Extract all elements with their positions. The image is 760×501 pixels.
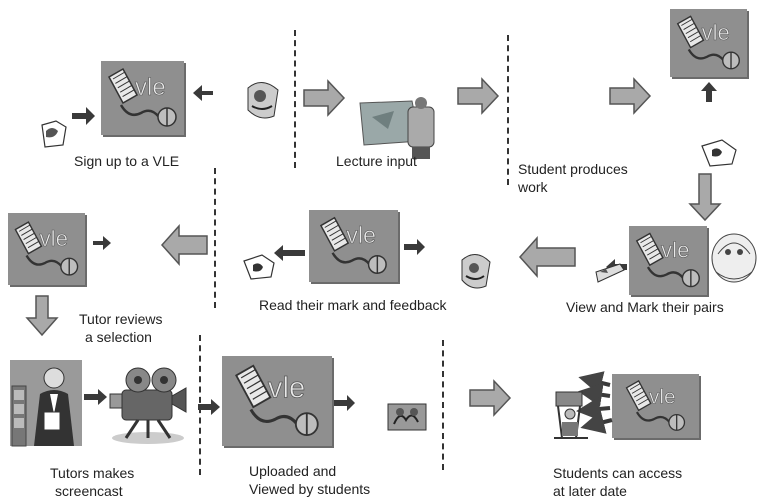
divider-mid-1 — [214, 168, 216, 308]
students-viewing-icon — [387, 403, 427, 431]
plug-icon — [157, 107, 177, 127]
label-view-mark: View and Mark their pairs — [566, 299, 724, 315]
vle-logo-text: vle — [702, 20, 730, 45]
cable-icon — [331, 252, 371, 266]
dark-arrow-vle-out — [334, 395, 355, 411]
dark-arrow-into-vle — [72, 107, 95, 125]
block-arrow-to-student — [457, 77, 500, 115]
student-icon-read — [243, 254, 275, 280]
block-arrow-left-mark — [518, 236, 576, 278]
notebook-icon — [235, 364, 272, 409]
dark-arrow-up-vle — [701, 82, 717, 102]
dark-arrow-tutor-cam — [84, 389, 107, 405]
divider-top-2 — [507, 35, 509, 185]
label-read-mark: Read their mark and feedback — [259, 297, 447, 313]
dark-arrow-tutor-vle-out — [93, 236, 111, 250]
label-tutor-reviews-2: a selection — [85, 329, 152, 345]
lecture-input-icon — [359, 97, 435, 159]
cable-icon — [249, 408, 299, 426]
plug-icon — [681, 269, 700, 288]
label-tutor-screencast-2: screencast — [55, 483, 123, 499]
reviewer-face-icon — [461, 254, 491, 289]
lecturer-face-icon — [247, 82, 279, 119]
notebook-icon — [676, 15, 705, 49]
label-tutor-screencast-1: Tutors makes — [50, 465, 135, 481]
notebook-icon — [107, 67, 139, 105]
block-arrow-to-later — [469, 379, 512, 417]
vle-box-tutor: vle — [8, 213, 85, 285]
label-student-work-2: work — [518, 179, 548, 195]
notebook-icon — [319, 216, 350, 252]
vle-logo-text: vle — [40, 226, 68, 251]
cable-icon — [687, 48, 725, 62]
block-arrow-student-right — [609, 77, 652, 115]
divider-bot-2 — [442, 340, 444, 470]
notebook-icon — [14, 221, 43, 255]
later-arrow-2 — [578, 382, 611, 407]
dark-arrow-cam-vle — [198, 399, 220, 415]
label-lecture: Lecture input — [336, 153, 417, 169]
vle-box-upload: vle — [222, 356, 332, 446]
student-icon-submit — [701, 139, 737, 167]
block-arrow-down-tutor — [25, 295, 59, 337]
label-student-work-1: Student produces — [518, 161, 628, 177]
notebook-icon — [635, 232, 664, 267]
label-tutor-reviews-1: Tutor reviews — [79, 311, 163, 327]
vle-logo-text: vle — [268, 372, 305, 404]
later-arrow-3 — [576, 396, 611, 421]
vle-box-mark: vle — [629, 226, 707, 295]
plug-icon — [722, 51, 740, 70]
dark-arrow-read-left — [274, 245, 305, 261]
block-arrow-down-right — [688, 173, 722, 222]
later-arrow-4 — [580, 410, 613, 434]
dark-arrow-from-reader — [193, 85, 213, 101]
vle-box-later: vle — [612, 374, 699, 438]
cable-icon — [635, 411, 671, 424]
plug-icon — [367, 255, 387, 274]
vle-box-signup: vle — [101, 61, 184, 135]
label-uploaded-1: Uploaded and — [249, 463, 337, 479]
plug-icon — [668, 414, 686, 431]
video-camera-icon — [109, 367, 187, 444]
vle-logo-text: vle — [346, 222, 376, 248]
student-at-desk-icon — [554, 391, 588, 439]
vle-box-submit: vle — [670, 9, 747, 77]
vle-logo-text: vle — [649, 385, 676, 408]
block-arrow-left-tutor — [160, 224, 208, 266]
label-later-2: at later date — [553, 483, 627, 499]
cable-icon — [646, 266, 685, 279]
vle-logo-text: vle — [135, 74, 166, 101]
tutor-person-icon — [10, 360, 82, 447]
block-arrow-to-lecture — [303, 79, 346, 117]
vle-logo-text: vle — [661, 238, 690, 263]
plug-icon — [60, 257, 79, 276]
label-sign-up: Sign up to a VLE — [74, 153, 180, 169]
pen-icon — [595, 263, 625, 283]
plug-icon — [294, 412, 319, 436]
vle-box-read: vle — [309, 210, 398, 282]
label-uploaded-2: Viewed by students — [249, 481, 371, 497]
cable-icon — [119, 104, 160, 118]
cable-icon — [25, 254, 63, 268]
dark-arrow-read-right — [404, 239, 425, 255]
later-arrow-1 — [578, 371, 611, 395]
notebook-icon — [625, 380, 652, 412]
label-later-1: Students can access — [553, 465, 683, 481]
divider-top-1 — [294, 30, 296, 168]
reader-icon-signup — [41, 120, 67, 148]
students-group-icon — [711, 233, 757, 283]
